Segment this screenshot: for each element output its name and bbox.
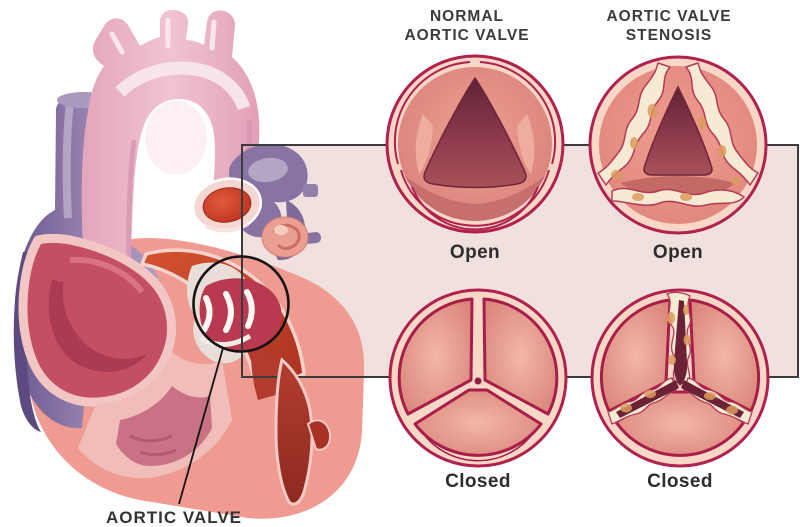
state-label-stenosis-closed: Closed	[647, 471, 713, 492]
column-header-stenosis: AORTIC VALVE STENOSIS	[569, 7, 769, 45]
aorta-branch-highlight	[109, 31, 125, 55]
valve-normal-open	[385, 54, 565, 234]
aorta-highlight	[115, 61, 251, 111]
valve-stenosis-closed	[590, 288, 770, 468]
pulmonary-valve	[202, 187, 252, 223]
valve-normal-closed	[388, 288, 568, 468]
atrium-highlight	[69, 256, 145, 294]
header-stenosis-line2: STENOSIS	[625, 27, 713, 44]
atrium-shadow	[48, 280, 148, 372]
descending-aorta	[274, 357, 332, 506]
valve-stenosis-open	[588, 55, 768, 235]
pulmonary-bit	[303, 184, 318, 197]
pulmonary-highlight	[248, 157, 288, 183]
header-normal-line2: AORTIC VALVE	[404, 27, 530, 44]
trabecula	[139, 448, 177, 457]
trabecula	[129, 434, 173, 443]
heart-caption: AORTIC VALVE	[105, 508, 243, 527]
appendage-swirl	[272, 223, 301, 250]
header-normal-line1: NORMAL	[429, 8, 505, 25]
appendage-highlight	[274, 225, 288, 235]
column-header-normal: NORMAL AORTIC VALVE	[367, 7, 567, 45]
descending-aorta-tube	[274, 357, 314, 506]
aorta-window	[145, 101, 207, 175]
vessel-offshoot	[306, 419, 332, 451]
state-label-normal-closed: Closed	[445, 471, 511, 492]
state-label-stenosis-open: Open	[652, 242, 704, 263]
state-label-normal-open: Open	[449, 242, 501, 263]
svc-highlight	[62, 99, 74, 219]
aorta-branch-highlight	[209, 19, 217, 51]
valve-crescent	[205, 222, 249, 233]
header-stenosis-line1: AORTIC VALVE	[606, 8, 732, 25]
